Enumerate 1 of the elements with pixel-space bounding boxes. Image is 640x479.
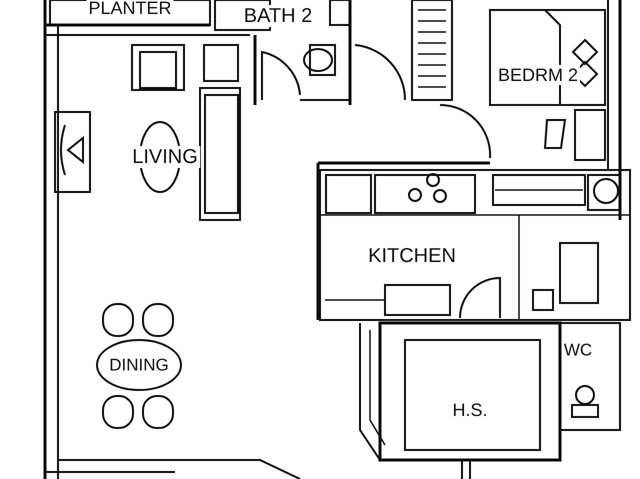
- room-label: BEDRM 2: [496, 65, 580, 85]
